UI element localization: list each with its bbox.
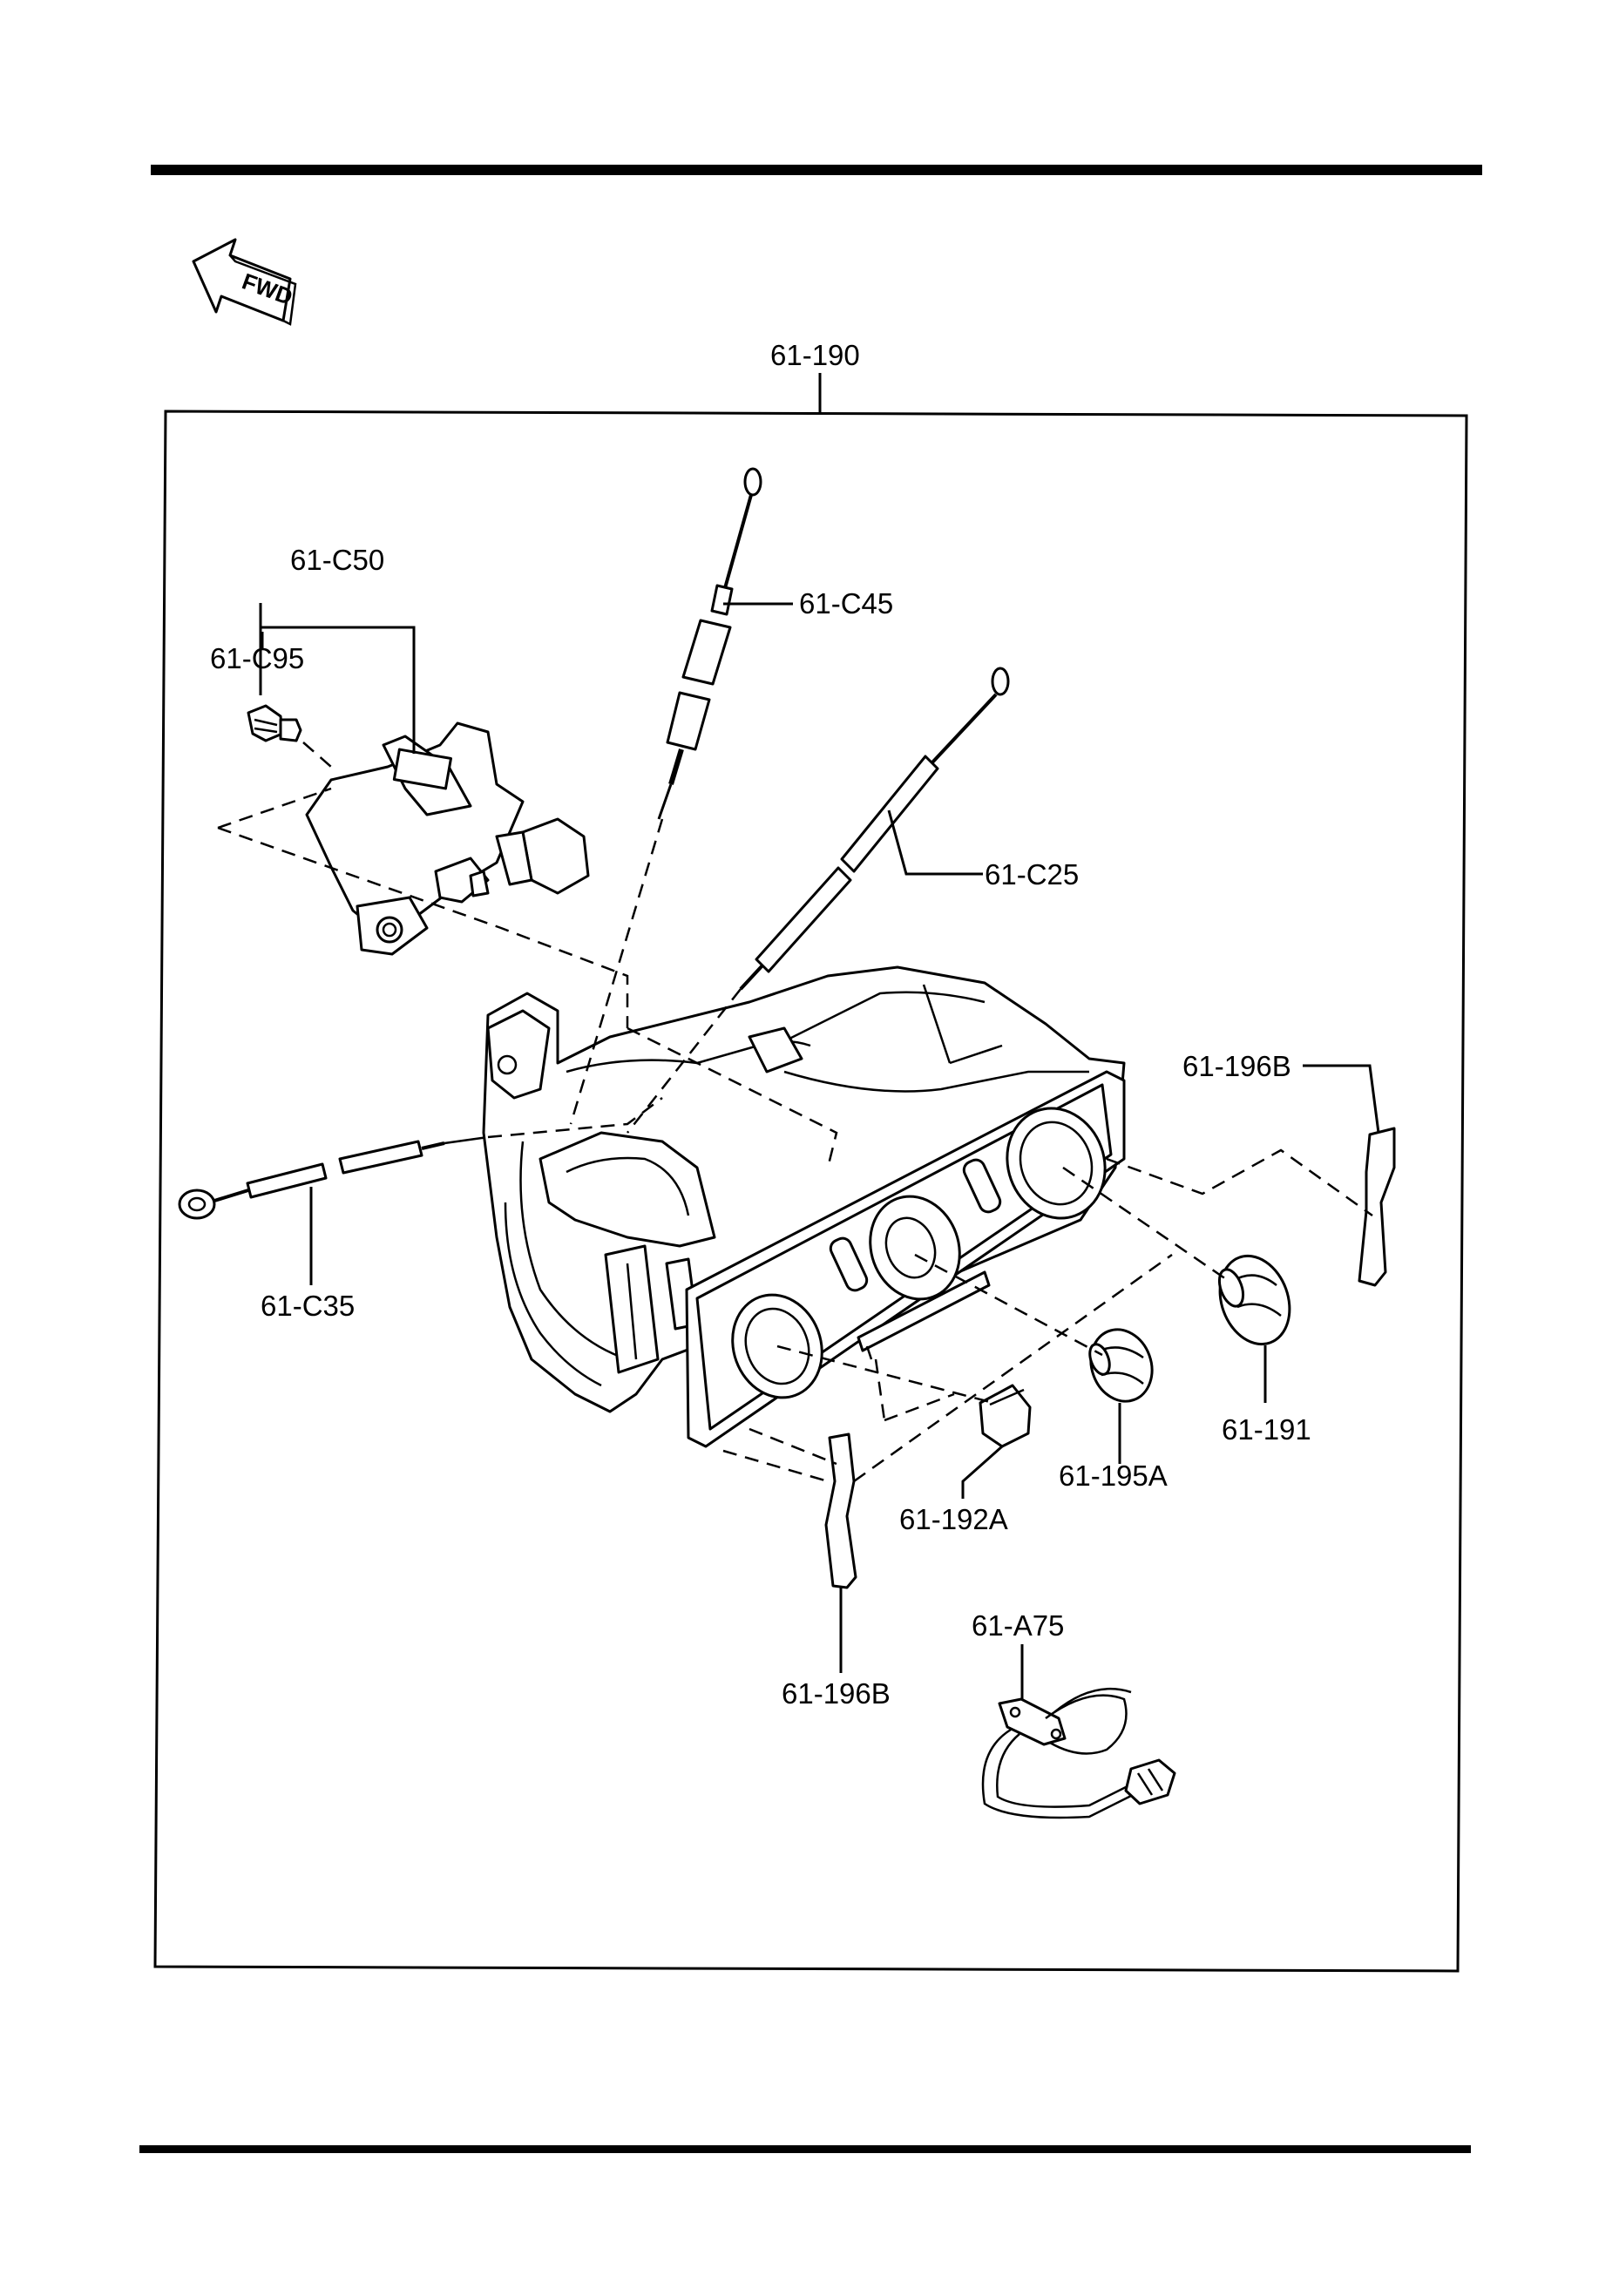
cable-61-c25 bbox=[739, 667, 1010, 991]
label-61-191: 61-191 bbox=[1222, 1413, 1311, 1446]
label-61-c25: 61-C25 bbox=[985, 858, 1079, 891]
knob-61-191 bbox=[1217, 1254, 1291, 1346]
cable-61-c35 bbox=[178, 1135, 489, 1220]
bracket-61-196b-right bbox=[1358, 1127, 1396, 1287]
top-rule bbox=[151, 165, 1482, 175]
cable-61-c45 bbox=[657, 467, 762, 820]
leader-lines bbox=[259, 602, 1380, 1699]
wire-harness-61-a75 bbox=[981, 1687, 1176, 1819]
bulb-61-c95 bbox=[247, 704, 302, 742]
label-61-196b-right: 61-196B bbox=[1182, 1050, 1291, 1082]
assembly-frame bbox=[153, 410, 1468, 1973]
bottom-rule bbox=[139, 2145, 1471, 2153]
control-body-61-190 bbox=[482, 965, 1126, 1448]
actuator-61-c50 bbox=[247, 704, 590, 956]
label-61-192a: 61-192A bbox=[899, 1503, 1008, 1535]
label-61-c50: 61-C50 bbox=[290, 544, 384, 576]
label-61-190: 61-190 bbox=[770, 339, 860, 371]
label-61-c95: 61-C95 bbox=[210, 642, 304, 674]
assembly-guide-lines bbox=[217, 742, 1373, 1483]
knob-61-192a bbox=[979, 1384, 1032, 1448]
bracket-61-196b-bottom bbox=[824, 1432, 857, 1589]
knob-61-195a bbox=[1088, 1328, 1154, 1403]
label-61-196b-bottom: 61-196B bbox=[782, 1677, 891, 1710]
label-61-c35: 61-C35 bbox=[261, 1290, 355, 1322]
label-61-195a: 61-195A bbox=[1059, 1460, 1168, 1492]
label-61-a75: 61-A75 bbox=[972, 1609, 1064, 1642]
label-61-c45: 61-C45 bbox=[799, 587, 893, 620]
fwd-arrow-icon: FWD bbox=[192, 238, 297, 326]
